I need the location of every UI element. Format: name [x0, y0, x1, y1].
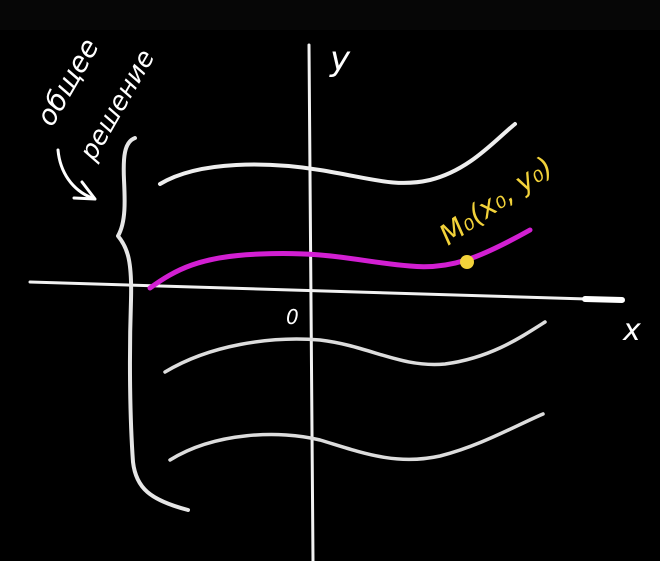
solution-curve-lower-2 [168, 412, 545, 462]
y-axis-label: y [329, 39, 351, 79]
top-strip [0, 0, 660, 30]
point-m0-label: M₀(x₀, y₀) [433, 150, 559, 252]
brace [116, 136, 190, 512]
annotation-arrow [56, 148, 94, 200]
x-axis-arrow-tip [582, 296, 625, 303]
origin-label: 0 [286, 305, 299, 329]
solution-curve-top [158, 122, 517, 186]
y-axis [307, 43, 315, 561]
x-axis [28, 280, 622, 302]
annotation-arrowhead [72, 180, 97, 201]
x-axis-label: x [622, 313, 641, 348]
solution-curve-lower-1 [163, 320, 547, 374]
point-m0 [460, 255, 474, 269]
